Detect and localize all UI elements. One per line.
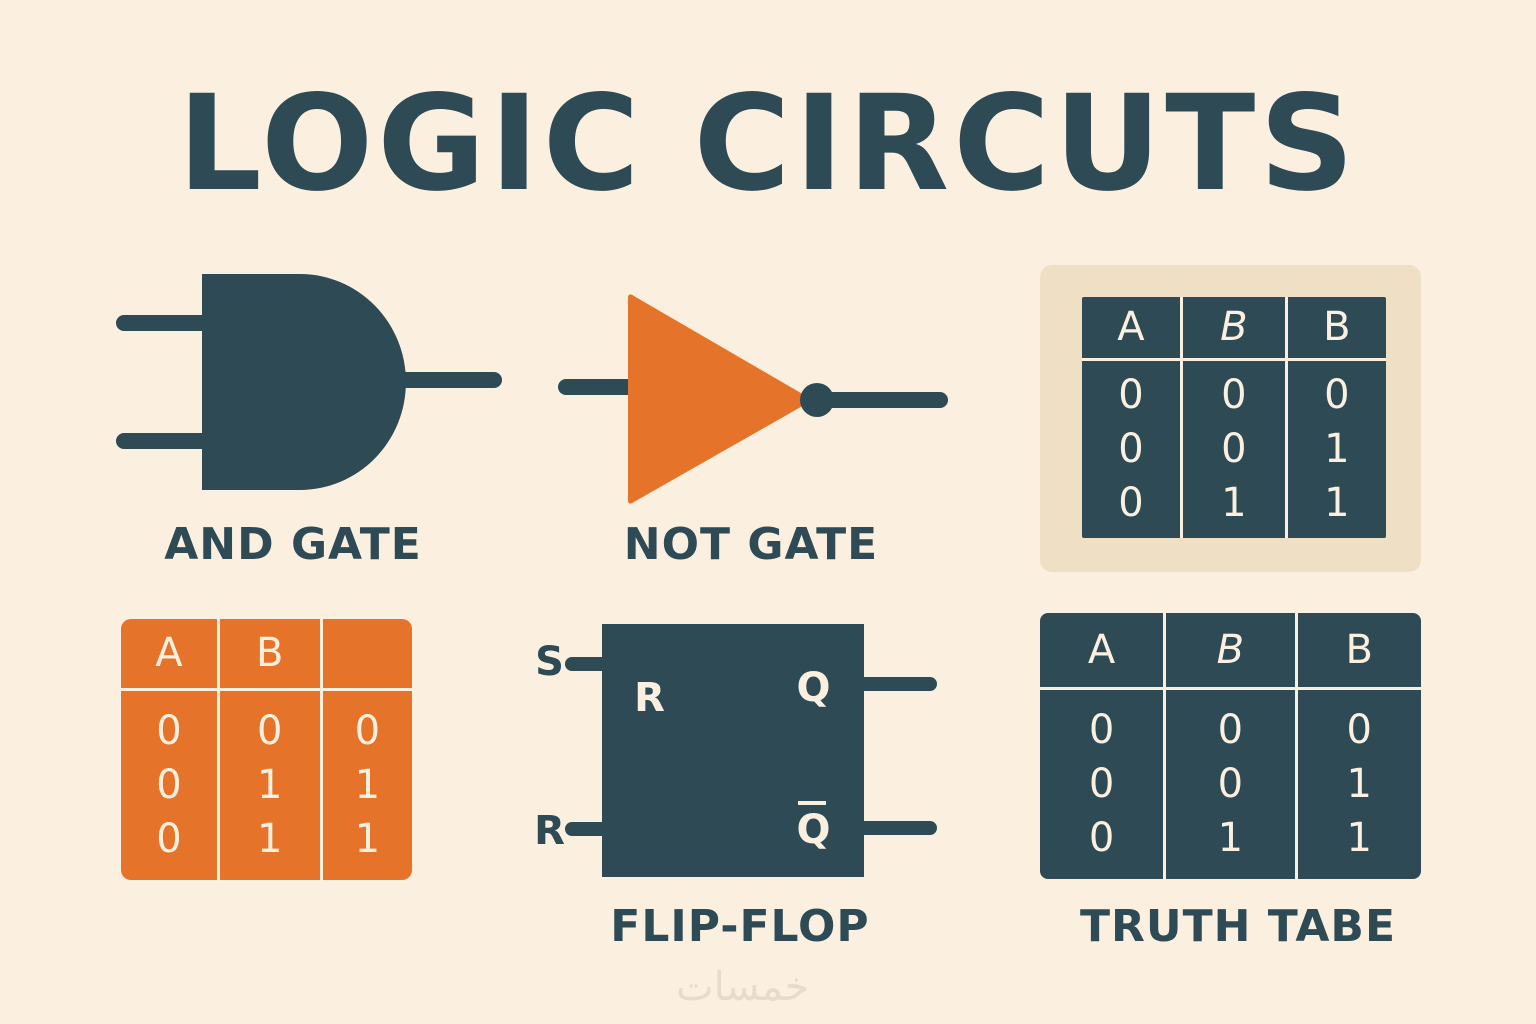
- table-cell: 0: [1324, 372, 1350, 419]
- truth-table-label: TRUTH TABE: [1079, 901, 1397, 952]
- table-cell: 0: [156, 762, 182, 809]
- table-cell: 1: [1221, 480, 1247, 527]
- truth-table-top-right: A B B 0 0 0 0 0 1 0 1 1: [1082, 297, 1386, 538]
- watermark: خمسات: [676, 964, 810, 1010]
- table-cell: 0: [1221, 426, 1247, 473]
- table-header: B: [1164, 613, 1298, 690]
- table-cell: 0: [257, 708, 283, 755]
- table-header: B: [1286, 297, 1386, 361]
- not-gate-label: NOT GATE: [623, 519, 879, 570]
- page-title: LOGIC CIRCUTS: [177, 67, 1359, 221]
- table-header: [321, 619, 412, 691]
- flip-flop-output-q-bar: Q: [796, 807, 832, 853]
- table-cell: 1: [1346, 815, 1372, 862]
- table-cell: 0: [1088, 761, 1115, 808]
- and-gate-label: AND GATE: [164, 519, 422, 570]
- table-header: A: [121, 619, 220, 691]
- table-header: A: [1082, 297, 1183, 361]
- not-gate-symbol: [558, 294, 948, 504]
- table-cell: 1: [1217, 815, 1244, 862]
- table-cell: 0: [156, 708, 182, 755]
- flip-flop-symbol: [565, 624, 937, 877]
- flip-flop-input-r: R: [534, 808, 566, 854]
- flip-flop-inner-r: R: [634, 675, 666, 721]
- flip-flop-input-s: S: [535, 639, 565, 685]
- flip-flop-label: FLIP-FLOP: [610, 901, 870, 952]
- table-cell: 0: [354, 708, 381, 755]
- table-column: 0 0 1: [1164, 688, 1298, 879]
- flip-flop-output-q: Q: [796, 665, 832, 711]
- table-cell: 0: [1118, 480, 1144, 527]
- table-column: 0 0 1: [1181, 359, 1288, 538]
- table-cell: 1: [354, 816, 381, 863]
- truth-table-orange: A B 0 0 0 0 1 1 0 1 1: [121, 619, 412, 880]
- table-cell: 1: [1324, 426, 1350, 473]
- table-cell: 0: [1118, 372, 1144, 419]
- table-header: B: [1181, 297, 1288, 361]
- table-column: 0 0 0: [1082, 359, 1183, 538]
- truth-table-bottom-right: A B B 0 0 0 0 0 1 0 1 1: [1040, 613, 1421, 879]
- table-cell: 0: [1088, 815, 1115, 862]
- table-cell: 0: [1221, 372, 1247, 419]
- table-column: 0 1 1: [1286, 359, 1386, 538]
- table-cell: 1: [1346, 761, 1372, 808]
- table-cell: 0: [1088, 707, 1115, 754]
- table-header: A: [1040, 613, 1167, 690]
- table-cell: 1: [257, 762, 283, 809]
- table-cell: 0: [1217, 761, 1244, 808]
- table-cell: 1: [354, 762, 381, 809]
- table-cell: 0: [1217, 707, 1244, 754]
- table-cell: 0: [1346, 707, 1372, 754]
- and-gate-symbol: [116, 274, 502, 490]
- table-column: 0 1 1: [321, 689, 412, 880]
- table-cell: 1: [257, 816, 283, 863]
- table-column: 0 0 0: [1040, 688, 1167, 879]
- table-column: 0 1 1: [218, 689, 323, 880]
- table-header: B: [1296, 613, 1421, 690]
- table-cell: 0: [156, 816, 182, 863]
- table-cell: 1: [1324, 480, 1350, 527]
- table-cell: 0: [1118, 426, 1144, 473]
- table-header: B: [218, 619, 323, 691]
- table-column: 0 1 1: [1296, 688, 1421, 879]
- table-column: 0 0 0: [121, 689, 220, 880]
